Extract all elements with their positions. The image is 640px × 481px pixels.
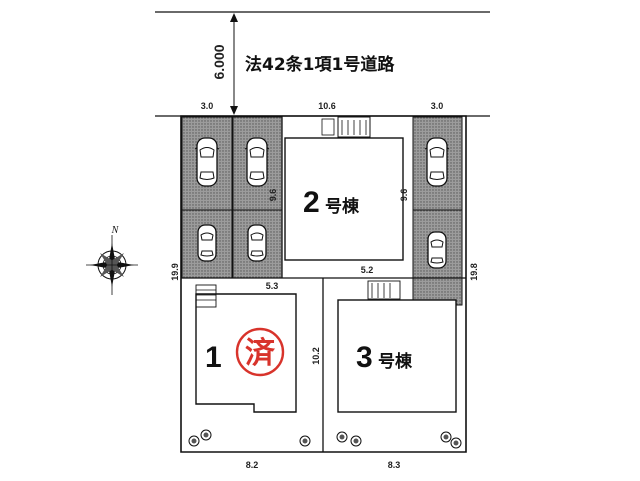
building-2-suffix: 号棟 bbox=[325, 196, 360, 217]
dim-left-top: 3.0 bbox=[201, 101, 214, 111]
car-icon bbox=[247, 224, 267, 262]
tree-icon bbox=[450, 437, 462, 449]
dim-divider: 10.2 bbox=[311, 347, 321, 365]
car-icon bbox=[244, 137, 270, 187]
building-3-suffix: 号棟 bbox=[378, 351, 413, 372]
dim-bottom-right: 8.3 bbox=[388, 460, 401, 470]
car-icon bbox=[197, 224, 217, 262]
tree-icon bbox=[440, 431, 452, 443]
tree-icon bbox=[299, 435, 311, 447]
tree-icon bbox=[350, 435, 362, 447]
building-1-number: 1 bbox=[205, 341, 222, 374]
road-width-dimension: 6.000 bbox=[211, 13, 238, 115]
dim-lot2-left: 9.6 bbox=[268, 189, 278, 202]
tree-icon bbox=[200, 429, 212, 441]
site-boundary bbox=[180, 115, 467, 453]
dim-right-side: 19.8 bbox=[469, 263, 479, 281]
dim-lot2-right: 9.6 bbox=[399, 189, 409, 202]
dim-bottom-left: 8.2 bbox=[246, 460, 259, 470]
dim-middle-top: 10.6 bbox=[318, 101, 336, 111]
building-1 bbox=[195, 293, 297, 413]
building-2 bbox=[284, 137, 404, 261]
tree-icon bbox=[336, 431, 348, 443]
car-icon bbox=[424, 137, 450, 187]
road-width-label: 6.000 bbox=[211, 44, 227, 79]
parking-right bbox=[412, 116, 463, 306]
sold-stamp: 済 bbox=[235, 327, 285, 377]
dim-lot2-bottom: 5.2 bbox=[361, 265, 374, 275]
car-icon bbox=[194, 137, 220, 187]
road-label: 法42条1項1号道路 bbox=[245, 54, 395, 75]
building-2-number: 2 bbox=[303, 186, 320, 219]
dim-lot1-top: 5.3 bbox=[266, 281, 279, 291]
compass-icon bbox=[86, 235, 138, 295]
building-3 bbox=[337, 299, 457, 413]
tree-icon bbox=[188, 435, 200, 447]
dim-right-top: 3.0 bbox=[431, 101, 444, 111]
compass-north-label: N bbox=[111, 225, 120, 236]
building-3-number: 3 bbox=[356, 341, 373, 374]
dim-left-side: 19.9 bbox=[170, 263, 180, 281]
sold-stamp-text: 済 bbox=[245, 336, 276, 371]
car-icon bbox=[427, 231, 447, 269]
